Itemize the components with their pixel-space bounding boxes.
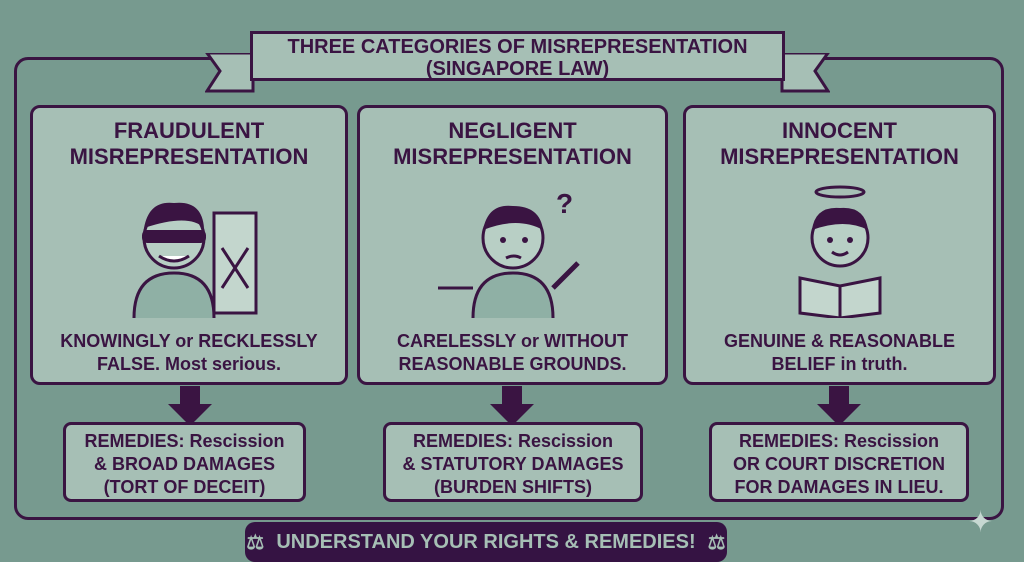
card-heading: FRAUDULENT xyxy=(113,118,265,143)
card-description: KNOWINGLY or RECKLESSLY xyxy=(60,331,318,351)
remedy-line: & BROAD DAMAGES xyxy=(93,454,275,474)
card-description: CARELESSLY or WITHOUT xyxy=(396,331,629,351)
ribbon-tail-right xyxy=(780,53,830,93)
scales-icon: ⚖ xyxy=(246,531,265,554)
subtitle: (SINGAPORE LAW) xyxy=(425,58,610,80)
footer-text: UNDERSTAND YOUR RIGHTS & REMEDIES! xyxy=(276,530,696,553)
ribbon-tail-left xyxy=(205,53,255,93)
arrow-down-icon xyxy=(168,386,212,426)
remedies-negligent: REMEDIES: Rescission & STATUTORY DAMAGES (… xyxy=(383,422,643,502)
card-description: BELIEF in truth. xyxy=(771,354,908,374)
title-banner: THREE CATEGORIES OF MISREPRESENTATION (S… xyxy=(250,31,785,81)
footer-banner: ⚖ UNDERSTAND YOUR RIGHTS & REMEDIES! ⚖ xyxy=(245,522,727,562)
arrow-down-icon xyxy=(817,386,861,426)
card-heading: MISREPRESENTATION xyxy=(393,144,632,169)
arrow-down-icon xyxy=(490,386,534,426)
svg-text:?: ? xyxy=(556,188,573,219)
remedy-line: REMEDIES: Rescission xyxy=(738,431,940,451)
card-heading: INNOCENT xyxy=(782,118,897,143)
card-description: REASONABLE GROUNDS. xyxy=(398,354,627,374)
card-description: GENUINE & REASONABLE xyxy=(723,331,956,351)
remedy-line: REMEDIES: Rescission xyxy=(84,431,285,451)
confused-person-illustration: ? xyxy=(437,188,580,318)
innocent-person-illustration xyxy=(798,185,881,318)
remedy-line: OR COURT DISCRETION xyxy=(732,454,945,474)
remedy-line: (TORT OF DECEIT) xyxy=(103,477,266,497)
card-heading: MISREPRESENTATION xyxy=(69,144,309,169)
sparkle-icon: ✦ xyxy=(968,506,994,539)
card-heading: MISREPRESENTATION xyxy=(720,144,959,169)
title: THREE CATEGORIES OF MISREPRESENTATION xyxy=(287,36,748,58)
remedies-fraudulent: REMEDIES: Rescission & BROAD DAMAGES (TORT… xyxy=(63,422,306,502)
remedy-line: REMEDIES: Rescission xyxy=(412,431,614,451)
remedy-line: (BURDEN SHIFTS) xyxy=(434,477,592,497)
scales-icon: ⚖ xyxy=(707,531,726,554)
card-heading: NEGLIGENT xyxy=(448,118,577,143)
card-description: FALSE. Most serious. xyxy=(96,354,282,374)
thief-illustration xyxy=(132,202,258,318)
remedies-innocent: REMEDIES: Rescission OR COURT DISCRETION F… xyxy=(709,422,969,502)
remedy-line: & STATUTORY DAMAGES xyxy=(402,454,624,474)
remedy-line: FOR DAMAGES IN LIEU. xyxy=(734,477,944,497)
